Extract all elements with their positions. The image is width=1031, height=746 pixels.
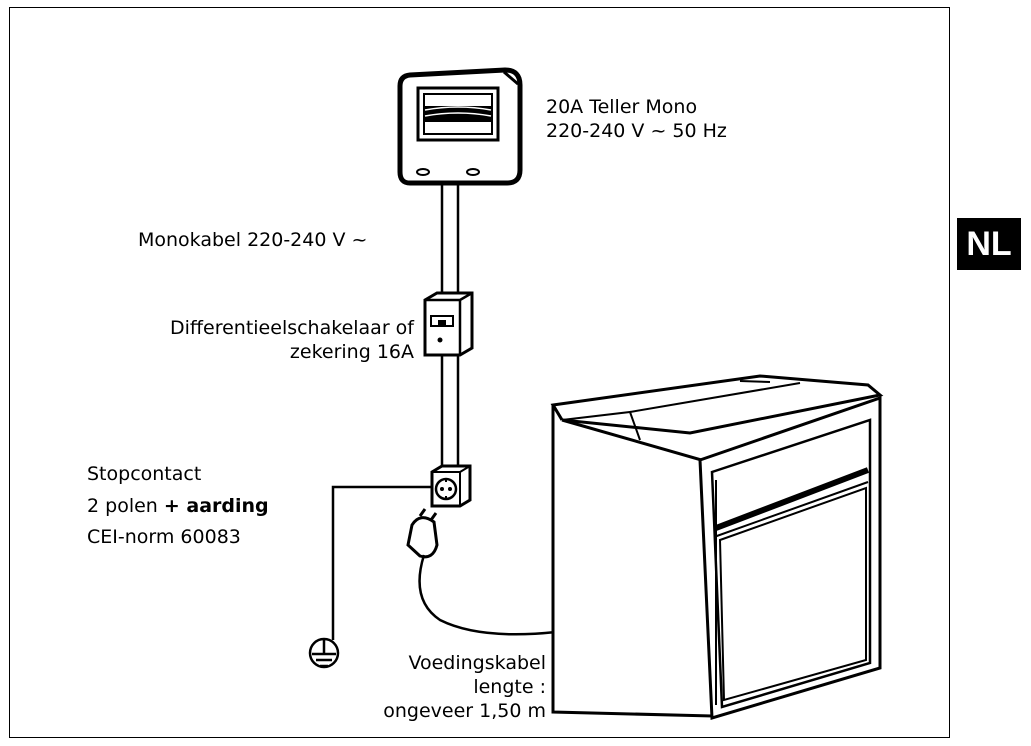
electric-meter-icon [397, 67, 523, 186]
power-cable [418, 554, 557, 636]
meter-label-line1: 20A Teller Mono [546, 96, 698, 118]
power-cable-label-line1: Voedingskabel [408, 652, 546, 674]
breaker-label-line1: Differentieelschakelaar of [170, 317, 414, 339]
wall-socket-icon [430, 464, 472, 508]
power-cable-label-line3: ongeveer 1,50 m [383, 700, 546, 722]
mono-cable [440, 178, 460, 472]
breaker-box-icon [423, 291, 474, 357]
socket-earthing-text: + aarding [163, 495, 269, 517]
cable-label: Monokabel 220-240 V ~ [138, 229, 368, 251]
socket-label-line2: 2 polen + aarding [87, 494, 269, 518]
socket-poles-text: 2 polen [87, 495, 164, 517]
meter-label-line2: 220-240 V ~ 50 Hz [546, 120, 727, 142]
power-cable-label-line2: lengte : [473, 676, 546, 698]
oven-icon [550, 374, 884, 720]
plug-icon [406, 508, 439, 559]
socket-label-line1: Stopcontact [87, 463, 202, 485]
breaker-label-line2: zekering 16A [289, 341, 414, 363]
ground-symbol-icon [308, 637, 340, 669]
socket-label-line3: CEI-norm 60083 [87, 526, 241, 548]
diagram-frame [9, 7, 950, 738]
ground-wire [331, 485, 432, 640]
language-badge: NL [957, 218, 1021, 270]
